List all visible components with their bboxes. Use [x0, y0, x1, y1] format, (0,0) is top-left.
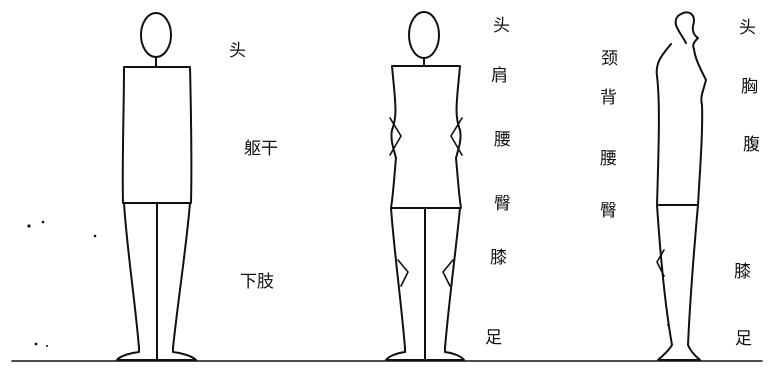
figure-side-back [655, 43, 699, 206]
figure-front-head [140, 12, 172, 58]
figure-side-knee [656, 249, 665, 277]
figure-back-knee-right [442, 259, 454, 287]
label-side-hip: 臀 [600, 201, 617, 221]
label-back-waist: 腰 [494, 130, 511, 150]
figure-back-head [408, 11, 440, 59]
label-side-neck: 颈 [601, 49, 618, 69]
figure-side [655, 11, 707, 361]
figure-back-waist-left [389, 117, 402, 156]
figure-side-legs [656, 204, 701, 361]
label-side-abdomen: 腹 [743, 135, 760, 155]
label-side-back: 背 [600, 88, 617, 108]
figure-back-right-leg [424, 207, 465, 361]
label-front-torso: 躯干 [244, 139, 278, 159]
label-side-chest: 胸 [741, 77, 758, 97]
figure-side-head [674, 11, 699, 50]
figure-front-left-leg [116, 202, 158, 361]
label-front-head: 头 [229, 41, 246, 61]
figure-back-knee-left [397, 259, 409, 287]
label-back-knee: 膝 [490, 248, 507, 268]
label-side-waist: 腰 [600, 149, 617, 169]
figure-back-left-leg [385, 207, 426, 361]
label-back-foot: 足 [485, 328, 502, 348]
label-side-foot: 足 [735, 329, 752, 349]
label-back-head: 头 [493, 16, 510, 36]
scan-mark [93, 234, 97, 238]
scan-mark [27, 224, 31, 228]
figure-back-waist-right [450, 117, 463, 156]
figure-front-right-leg [156, 202, 197, 361]
figure-front [116, 12, 197, 361]
label-back-shoulder: 肩 [491, 66, 508, 86]
figure-back-torso [390, 65, 462, 209]
label-side-head: 头 [739, 18, 756, 38]
figure-side-front [693, 48, 707, 206]
scan-mark [34, 342, 38, 346]
label-front-limbs: 下肢 [240, 272, 274, 292]
scan-mark [46, 345, 48, 347]
figure-back [385, 11, 465, 361]
label-back-hip: 臀 [494, 194, 511, 214]
figure-front-torso [121, 66, 193, 204]
scan-mark [41, 220, 45, 224]
label-side-knee: 膝 [734, 262, 751, 282]
